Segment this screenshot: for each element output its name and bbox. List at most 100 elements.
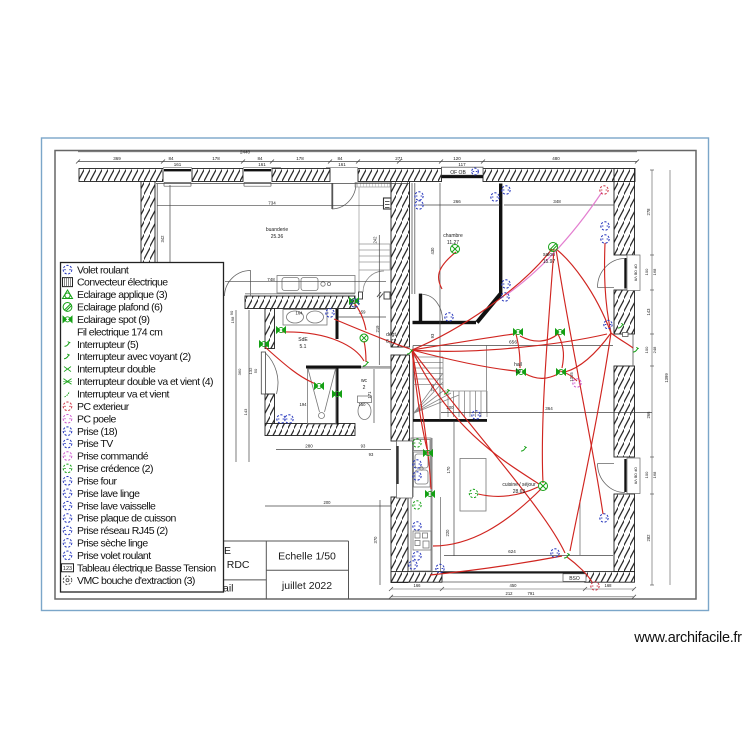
svg-text:OF OB VR: OF OB VR [634,467,638,485]
svg-text:Prise réseau RJ45 (2): Prise réseau RJ45 (2) [77,525,168,537]
svg-text:161: 161 [258,162,266,167]
svg-text:132: 132 [248,367,253,374]
svg-text:Interrupteur va et vient: Interrupteur va et vient [77,389,169,401]
svg-text:210: 210 [430,384,435,392]
svg-text:164: 164 [296,311,304,316]
svg-text:624: 624 [508,549,516,554]
svg-text:93: 93 [430,333,435,338]
svg-text:93: 93 [361,444,366,449]
svg-text:dégt: dégt [386,332,396,338]
svg-text:161: 161 [174,162,182,167]
svg-text:Prise commandé: Prise commandé [77,451,149,463]
svg-text:369: 369 [113,156,121,161]
svg-text:242: 242 [373,236,378,244]
svg-text:Prise plaque de cuisson: Prise plaque de cuisson [77,513,177,525]
svg-text:Echelle 1/50: Echelle 1/50 [278,551,336,563]
svg-text:282: 282 [646,534,651,542]
svg-text:271: 271 [395,156,403,161]
svg-text:Prise volet roulant: Prise volet roulant [77,550,151,562]
svg-text:Interrupteur avec voyant (2): Interrupteur avec voyant (2) [77,351,191,363]
svg-text:170: 170 [446,466,451,474]
svg-text:Eclairage plafond (6): Eclairage plafond (6) [77,302,162,314]
svg-text:791: 791 [528,591,536,596]
svg-text:cuisine / séjour: cuisine / séjour [502,482,536,488]
svg-text:480: 480 [552,156,560,161]
svg-text:200: 200 [447,405,455,410]
svg-text:5.1: 5.1 [300,344,307,350]
svg-text:370: 370 [373,536,378,544]
svg-text:50: 50 [253,368,258,373]
svg-text:168: 168 [652,471,657,478]
svg-text:chambre: chambre [443,233,463,239]
svg-text:buanderie: buanderie [266,227,288,233]
svg-text:166: 166 [414,583,422,588]
svg-text:100: 100 [644,346,649,353]
svg-text:100: 100 [644,268,649,275]
svg-text:Prise lave linge: Prise lave linge [77,488,140,500]
svg-text:364: 364 [545,406,553,411]
svg-text:123: 123 [63,566,72,572]
svg-text:143: 143 [646,308,651,316]
svg-text:Tableau électrique Basse Tensi: Tableau électrique Basse Tension [77,562,216,574]
svg-text:Fil electrique 174 cm: Fil electrique 174 cm [77,326,163,338]
svg-text:84: 84 [257,156,263,161]
svg-text:www.archifacile.fr: www.archifacile.fr [633,630,742,646]
svg-text:171: 171 [367,391,372,399]
svg-text:200: 200 [324,500,332,505]
svg-text:198: 198 [230,316,235,323]
svg-text:Prise crédence (2): Prise crédence (2) [77,463,153,475]
svg-text:juillet 2022: juillet 2022 [281,580,332,592]
svg-text:219: 219 [375,325,380,333]
svg-text:28.63: 28.63 [513,489,526,495]
svg-text:212: 212 [506,591,514,596]
svg-text:143: 143 [243,408,248,415]
svg-text:Interrupteur double va et vien: Interrupteur double va et vient (4) [77,376,213,388]
svg-text:348: 348 [553,199,561,204]
svg-text:90: 90 [229,310,234,315]
svg-text:OF OB: OF OB [450,170,466,176]
svg-text:Prise lave vaisselle: Prise lave vaisselle [77,500,156,512]
svg-text:wc: wc [361,378,368,384]
svg-text:Convecteur électrique: Convecteur électrique [77,277,168,289]
svg-text:150: 150 [359,402,367,407]
svg-text:Volet roulant: Volet roulant [77,264,129,276]
svg-text:450: 450 [510,583,518,588]
svg-text:Prise TV: Prise TV [77,438,113,450]
svg-text:178: 178 [212,156,220,161]
svg-text:SdE: SdE [298,337,308,343]
svg-text:15.97: 15.97 [543,259,556,265]
svg-text:PC poele: PC poele [77,413,117,425]
svg-text:Eclairage spot (9): Eclairage spot (9) [77,314,149,326]
svg-text:748: 748 [267,277,275,282]
svg-text:220: 220 [445,529,450,537]
svg-text:BSO: BSO [569,576,580,582]
svg-text:430: 430 [430,247,435,255]
svg-text:178: 178 [296,156,304,161]
svg-text:84: 84 [168,156,174,161]
svg-text:280: 280 [305,444,313,449]
svg-text:Interrupteur (5): Interrupteur (5) [77,339,138,351]
svg-text:342: 342 [160,235,165,243]
svg-text:hall: hall [514,362,522,368]
svg-text:10: 10 [515,369,521,375]
svg-text:2440: 2440 [240,150,251,155]
svg-text:1399: 1399 [664,373,669,383]
svg-text:117: 117 [458,162,466,167]
svg-text:6,71: 6,71 [386,339,396,345]
svg-text:161: 161 [338,162,346,167]
svg-text:248: 248 [652,346,657,353]
svg-text:100: 100 [644,471,649,478]
svg-text:120: 120 [453,156,461,161]
svg-text:656: 656 [509,340,517,346]
svg-text:159: 159 [359,310,367,315]
svg-text:93: 93 [369,452,374,457]
svg-text:Prise four: Prise four [77,475,117,487]
svg-text:PC exterieur: PC exterieur [77,401,130,413]
svg-text:salon: salon [543,252,555,258]
svg-text:2: 2 [363,385,366,391]
svg-text:266: 266 [453,199,461,204]
svg-text:734: 734 [268,201,276,206]
svg-text:194: 194 [300,402,308,407]
svg-text:Eclairage applique (3): Eclairage applique (3) [77,289,167,301]
svg-text:84: 84 [337,156,343,161]
